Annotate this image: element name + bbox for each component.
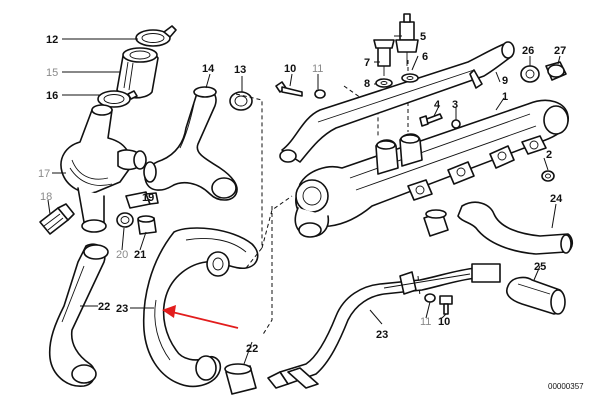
callout-26: 24 xyxy=(550,193,563,205)
callout-21: 21 xyxy=(134,249,146,261)
plug-21 xyxy=(137,215,157,235)
callout-10-top: 10 xyxy=(284,63,296,75)
pipe-fitting-24 xyxy=(224,363,257,395)
callout-28: 26 xyxy=(522,45,534,57)
hose-clamp-12 xyxy=(229,91,253,111)
callout-17: 17 xyxy=(38,168,50,180)
temperature-sensor-18 xyxy=(39,203,75,235)
callout-11-top: 11 xyxy=(312,63,323,75)
callout-16: 16 xyxy=(46,90,58,102)
callout-9: 9 xyxy=(502,75,508,87)
hose-clamp-14 xyxy=(135,25,177,47)
coolant-hose-23 xyxy=(142,227,259,388)
callout-13: 14 xyxy=(202,63,215,75)
callout-2: 2 xyxy=(546,149,552,161)
callout-23: 23 xyxy=(116,303,128,315)
callout-18: 18 xyxy=(40,191,52,203)
bolt-10-bottom xyxy=(439,295,453,315)
washer-8 xyxy=(375,78,393,88)
callout-24: 22 xyxy=(246,343,258,355)
bolt-4 xyxy=(419,113,443,127)
callout-14: 12 xyxy=(46,34,58,46)
heater-hose-26 xyxy=(457,201,574,255)
sleeve-27 xyxy=(506,276,566,315)
pipe-connector xyxy=(423,209,449,237)
callout-10-bottom: 10 xyxy=(438,316,450,328)
sensor-7 xyxy=(373,39,395,76)
callout-3: 3 xyxy=(452,99,458,111)
sender-unit-19 xyxy=(125,191,159,209)
bolt-10-top xyxy=(275,81,303,97)
hose-clamp-16 xyxy=(97,90,138,108)
leader-lines xyxy=(47,35,561,365)
callout-22: 22 xyxy=(98,301,110,313)
washer-2 xyxy=(541,170,555,182)
callout-20: 20 xyxy=(116,249,128,261)
callout-4: 4 xyxy=(434,99,441,111)
gasket-6 xyxy=(401,73,419,83)
radiator-hose-22 xyxy=(48,243,109,387)
callout-12: 13 xyxy=(234,64,246,76)
highlight-arrow xyxy=(162,305,239,329)
callout-7: 7 xyxy=(364,57,370,69)
callout-25: 23 xyxy=(376,329,388,341)
callout-11-bottom: 11 xyxy=(420,316,431,328)
washer-11-bottom xyxy=(424,293,436,303)
callout-29: 27 xyxy=(554,45,566,57)
callout-19: 19 xyxy=(142,192,154,204)
callout-8: 8 xyxy=(364,78,370,90)
callout-5: 5 xyxy=(420,31,426,43)
callout-6: 6 xyxy=(422,51,428,63)
coolant-distributor-1 xyxy=(294,99,569,238)
callout-15: 15 xyxy=(46,67,58,79)
reference-number: 00000357 xyxy=(548,382,584,391)
y-branch-hose-13 xyxy=(143,86,238,201)
return-pipe-25 xyxy=(267,263,501,389)
coupling-sleeve-15 xyxy=(116,47,159,99)
callout-1: 1 xyxy=(502,91,508,103)
sealing-ring-28 xyxy=(520,65,540,83)
washer-11-top xyxy=(314,89,326,99)
temperature-switch-5 xyxy=(395,13,419,66)
screw-plug-29 xyxy=(545,61,567,81)
thermostat-housing-17 xyxy=(60,104,147,233)
callout-27: 25 xyxy=(534,261,546,273)
sealing-ring-20 xyxy=(116,212,134,228)
coolant-pipe-9 xyxy=(279,41,515,163)
washer-3 xyxy=(451,119,461,129)
callout-labels: 12 15 16 17 18 19 20 21 22 23 14 13 10 1… xyxy=(38,31,566,355)
